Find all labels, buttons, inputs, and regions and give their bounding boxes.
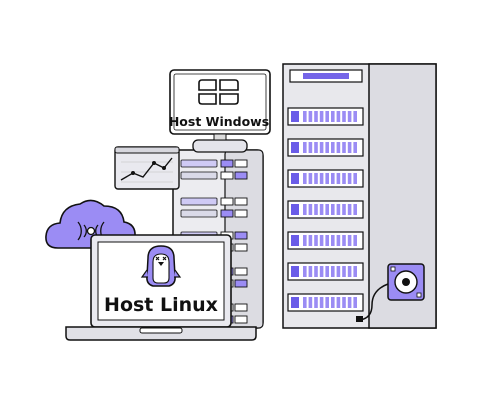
rack-drive-bay <box>287 262 364 281</box>
laptop: Host Linux <box>65 234 257 341</box>
rack-drive-bays <box>287 107 364 312</box>
host-windows-label: Host Windows <box>169 114 269 129</box>
rack-drive-bay <box>287 169 364 188</box>
linux-penguin-icon <box>140 245 182 287</box>
rack-drive-bay <box>287 107 364 126</box>
rack-drive-bay <box>287 200 364 219</box>
host-linux-label: Host Linux <box>104 294 218 316</box>
tower-slot <box>180 159 248 168</box>
rack-drive-bay <box>287 231 364 250</box>
server-rack <box>282 63 437 329</box>
rack-drive-bay <box>287 138 364 157</box>
windows-logo-icon <box>198 79 239 105</box>
tower-slot <box>180 209 248 218</box>
tower-slot <box>180 197 248 206</box>
rack-drive-bay <box>287 293 364 312</box>
hard-disk-icon <box>356 263 425 322</box>
windows-monitor: Host Windows <box>169 69 271 141</box>
tower-slot <box>180 171 248 180</box>
line-chart-icon <box>114 146 180 190</box>
